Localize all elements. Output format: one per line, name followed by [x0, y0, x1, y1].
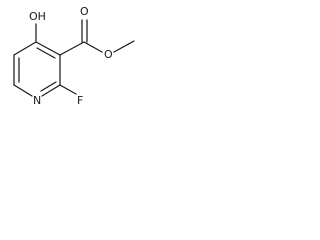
chemical-structure-diagram: OH N F O O: [13, 5, 135, 107]
carbonyl-oxygen-label: O: [80, 5, 89, 18]
fluorine-label: F: [77, 94, 83, 107]
structure-canvas: OH N F O O: [0, 0, 182, 138]
pyridine-ring: [13, 41, 61, 97]
bond-n1-c2: [41, 84, 61, 97]
bond-carbonyl-ester-o: [83, 41, 103, 53]
atom-labels: OH N F O O: [29, 5, 113, 107]
bond-n1-c2-double: [40, 81, 57, 92]
ring-nitrogen-label: N: [33, 94, 41, 107]
bond-ester-o-methyl: [113, 40, 135, 53]
substituent-bonds: [35, 19, 135, 95]
bond-c3-c4: [35, 41, 61, 56]
hydroxyl-label: OH: [29, 10, 46, 23]
ester-oxygen-label: O: [104, 48, 113, 61]
bond-c3-carbonyl: [59, 41, 85, 56]
bond-c6-n1: [13, 84, 33, 97]
bond-c2-f: [59, 84, 77, 95]
bond-c4-c5: [13, 41, 37, 56]
bond-c3-c4-double: [36, 47, 56, 59]
